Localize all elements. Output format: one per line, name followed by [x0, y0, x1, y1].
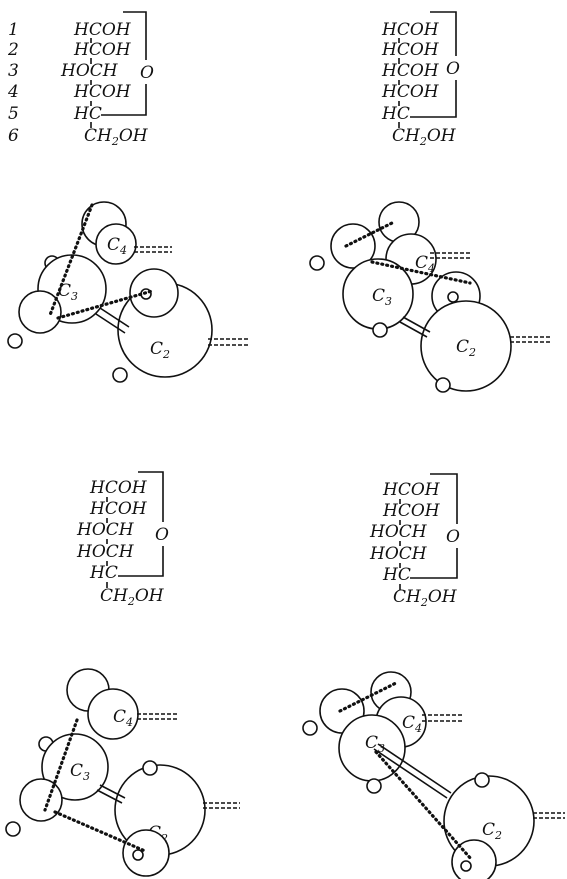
model-3-hydrogen-top — [142, 760, 158, 776]
model-2-label-c2: C2 — [456, 337, 476, 359]
model-1-c4-bond-stub — [134, 246, 172, 253]
formula-2-ring-oxygen: O — [446, 59, 460, 79]
formula-1-row-2: HCOH — [73, 40, 132, 60]
row-numbers: 1 2 3 4 5 6 — [7, 20, 19, 146]
model-4-hydrogen-inner — [460, 860, 472, 872]
formula-1-row-1: HCOH — [73, 20, 132, 40]
model-2-atom-c2 — [420, 300, 512, 392]
formula-4-row-6: CH2OH — [393, 587, 458, 609]
model-3-atom-left — [19, 778, 63, 822]
formula-2-row-1: HCOH — [381, 20, 440, 40]
formula-2-row-3: HCOH — [381, 61, 440, 81]
model-3-c2-bond-stub — [203, 802, 240, 809]
model-2-hydrogen-bottom — [435, 377, 451, 393]
model-1-c3-c2-bond — [95, 307, 130, 334]
model-1-hydrogen-bottom — [112, 367, 128, 383]
model-2-dotted-bonds — [344, 220, 472, 285]
formula-1-ring-oxygen: O — [140, 63, 154, 83]
model-1-dotted-bonds — [48, 203, 154, 320]
model-3-label-c4: C4 — [113, 707, 133, 729]
model-4-c2-bond-stub — [533, 812, 565, 819]
model-2-label-c4: C4 — [415, 253, 435, 275]
formula-3-row-6: CH2OH — [100, 586, 165, 608]
model-2-c4-bond-stub — [430, 252, 472, 259]
model-4: C4 C3 C2 — [302, 671, 565, 879]
model-4-c3-c2-bond — [373, 743, 452, 799]
formula-4-row-1: HCOH — [382, 480, 441, 500]
model-3: C4 C3 C2 — [5, 668, 240, 877]
formula-2-row-4: HCOH — [381, 82, 440, 102]
model-4-c4-bond-stub — [422, 714, 462, 722]
model-4-dotted-bonds — [338, 680, 474, 862]
formula-3-ring-bonds — [106, 471, 164, 588]
model-1-label-c4: C4 — [107, 235, 127, 257]
model-3-atom-c3 — [41, 733, 109, 801]
model-2-hydrogen-inner — [447, 291, 459, 303]
model-1: C4 C3 C2 — [7, 201, 248, 383]
model-1-atom-c4 — [95, 223, 137, 265]
model-3-c3-c2-bond — [96, 784, 126, 804]
formula-1-row-6: CH2OH — [84, 126, 149, 148]
formula-4: HCOH HCOH HOCH HOCH HC CH2OH O — [369, 473, 460, 609]
formula-2-row-6: CH2OH — [392, 126, 457, 148]
formula-2-ring-bonds — [398, 11, 457, 128]
formula-2: HCOH HCOH HCOH HCOH HC CH2OH O — [381, 11, 460, 148]
model-4-hydrogen-lower — [366, 778, 382, 794]
model-1-atom-right — [129, 268, 179, 318]
model-3-hydrogen-inner — [132, 849, 144, 861]
formula-3-row-1: HCOH — [89, 478, 148, 498]
model-3-atom-bottom — [122, 829, 170, 877]
formula-4-row-5: HC — [382, 565, 411, 585]
model-4-label-c3: C3 — [365, 733, 385, 755]
model-1-c2-bond-stub — [208, 338, 248, 346]
model-2-c2-bond-stub — [510, 336, 552, 343]
formula-3-ring-oxygen: O — [155, 525, 169, 545]
formula-3: HCOH HCOH HOCH HOCH HC CH2OH O — [76, 471, 169, 608]
formula-1: HCOH HCOH HOCH HCOH HC CH2OH O — [60, 11, 154, 148]
model-1-label-c2: C2 — [150, 339, 170, 361]
formula-1-row-4: HCOH — [73, 82, 132, 102]
model-4-label-c2: C2 — [482, 820, 502, 842]
formula-4-ring-bonds — [399, 473, 458, 590]
formula-4-row-3: HOCH — [369, 522, 428, 542]
row-number-2: 2 — [7, 40, 19, 60]
formula-1-ring-bonds — [90, 11, 147, 128]
model-3-dotted-bonds — [43, 718, 147, 853]
model-3-hydrogen-lower — [5, 821, 21, 837]
formula-4-row-2: HCOH — [382, 501, 441, 521]
model-2: C4 C3 C2 — [309, 201, 552, 393]
row-number-4: 4 — [7, 82, 19, 102]
model-2-label-c3: C3 — [372, 286, 392, 308]
model-4-hydrogen-left — [302, 720, 318, 736]
formula-3-row-3: HOCH — [76, 520, 135, 540]
row-number-3: 3 — [8, 61, 19, 81]
model-2-hydrogen-lower — [372, 322, 388, 338]
row-number-5: 5 — [8, 104, 19, 124]
formula-2-row-2: HCOH — [381, 40, 440, 60]
model-3-c4-bond-stub — [137, 713, 178, 720]
formula-3-row-2: HCOH — [89, 499, 148, 519]
model-2-c3-c2-bond — [399, 316, 431, 338]
model-1-atom-left — [18, 290, 62, 334]
model-1-hydrogen-lower — [7, 333, 23, 349]
formula-4-row-4: HOCH — [369, 544, 428, 564]
formula-4-ring-oxygen: O — [446, 527, 460, 547]
model-4-label-c4: C4 — [402, 713, 422, 735]
formula-1-row-3: HOCH — [60, 61, 119, 81]
formula-3-row-4: HOCH — [76, 542, 135, 562]
model-4-hydrogen-top — [474, 772, 490, 788]
row-number-6: 6 — [8, 126, 19, 146]
formula-1-row-5: HC — [73, 104, 102, 124]
model-3-label-c3: C3 — [70, 761, 90, 783]
model-2-hydrogen-left — [309, 255, 325, 271]
model-2-atom-left — [330, 223, 376, 269]
formula-3-row-5: HC — [89, 563, 118, 583]
row-number-1: 1 — [8, 20, 19, 40]
formula-2-row-5: HC — [381, 104, 410, 124]
